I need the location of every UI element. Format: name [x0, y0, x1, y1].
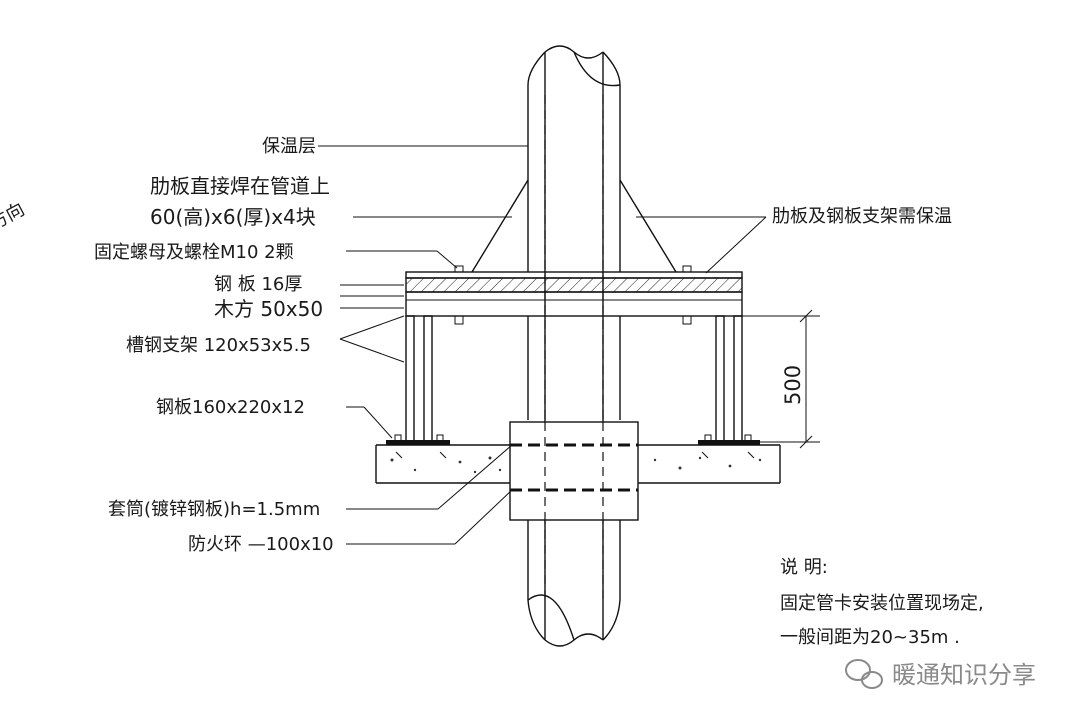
rib-plates	[471, 179, 677, 273]
watermark-text: 暖通知识分享	[892, 661, 1036, 689]
rib-size-label: 60(高)x6(厚)x4块	[150, 205, 316, 229]
pipe-centerlines	[544, 95, 604, 600]
rib-insulation-label: 肋板及钢板支架需保温	[772, 206, 952, 227]
dimension-500	[742, 309, 820, 449]
bolts-label: 固定螺母及螺栓M10 2颗	[94, 242, 294, 263]
watermark: 暖通知识分享	[845, 659, 1036, 689]
note-line-2: 一般间距为20~35m .	[780, 627, 960, 648]
note-line-1: 固定管卡安装位置现场定,	[780, 593, 984, 614]
insulation-layer	[527, 85, 621, 600]
sleeve-label: 套筒(镀锌钢板)h=1.5mm	[108, 499, 320, 520]
base-plate-label: 钢板160x220x12	[156, 397, 305, 418]
sleeve	[509, 421, 639, 521]
base-plates	[386, 434, 760, 445]
rib-weld-label: 肋板直接焊在管道上	[150, 174, 330, 198]
insulation-label: 保温层	[262, 136, 316, 157]
partial-left-label: 方向	[0, 199, 28, 234]
note-title: 说 明:	[780, 557, 828, 578]
leader-lines	[318, 145, 767, 545]
fire-ring-label: 防火环 —100x10	[188, 534, 334, 555]
wood-label: 木方 50x50	[214, 297, 323, 321]
wechat-icon	[845, 659, 883, 689]
steel-plate	[405, 271, 743, 293]
steel-plate-label: 钢 板 16厚	[214, 274, 302, 295]
dimension-label: 500	[781, 365, 805, 405]
concrete-slab	[375, 444, 781, 484]
pipe	[527, 45, 621, 647]
wood-block	[405, 291, 743, 317]
bolts	[454, 265, 692, 325]
channel-label: 槽钢支架 120x53x5.5	[126, 335, 311, 356]
